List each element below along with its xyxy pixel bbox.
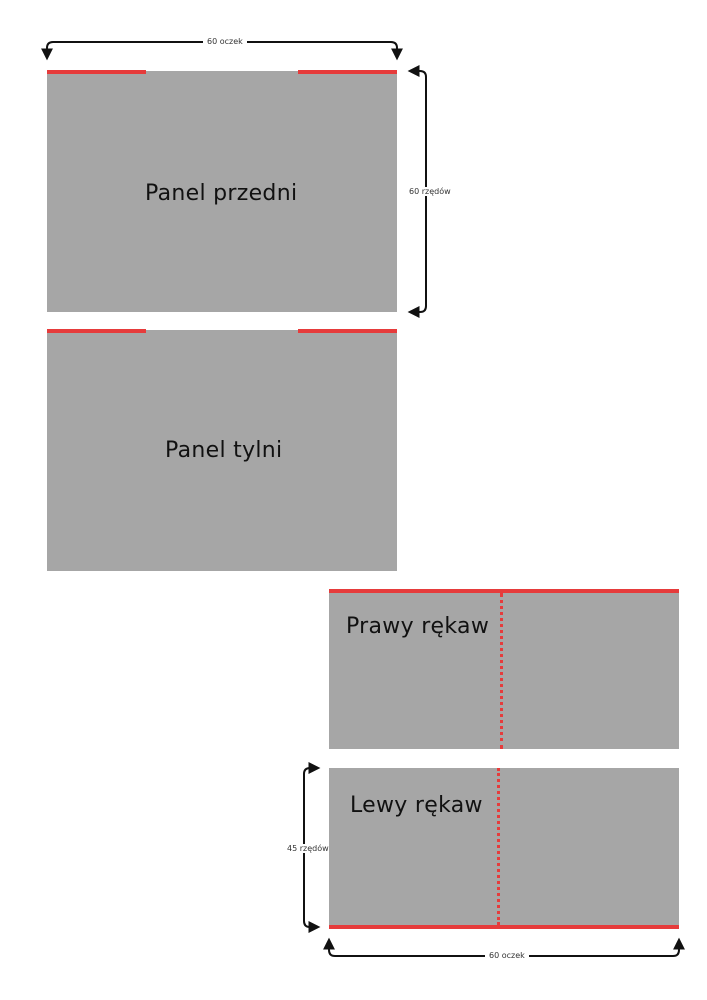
right-sleeve-panel: Prawy rękaw bbox=[329, 591, 679, 749]
top-width-label: 60 oczek bbox=[203, 37, 247, 46]
left-sleeve-bottom-seam bbox=[329, 925, 679, 929]
right-sleeve-label: Prawy rękaw bbox=[346, 614, 490, 639]
left-sleeve-label: Lewy rękaw bbox=[350, 793, 483, 818]
sleeve-height-label: 45 rzędów bbox=[283, 844, 333, 853]
back-shoulder-seam-right bbox=[298, 329, 397, 333]
bottom-width-label: 60 oczek bbox=[485, 951, 529, 960]
front-panel-label: Panel przedni bbox=[145, 181, 298, 206]
back-shoulder-seam-left bbox=[47, 329, 146, 333]
left-sleeve-center-line bbox=[497, 768, 500, 925]
front-shoulder-seam-left bbox=[47, 70, 146, 74]
front-shoulder-seam-right bbox=[298, 70, 397, 74]
left-sleeve-panel: Lewy rękaw bbox=[329, 768, 679, 927]
back-panel: Panel tylni bbox=[47, 330, 397, 571]
front-panel: Panel przedni bbox=[47, 71, 397, 312]
right-sleeve-top-seam bbox=[329, 589, 679, 593]
front-height-label: 60 rzędów bbox=[405, 187, 455, 196]
back-panel-label: Panel tylni bbox=[165, 438, 283, 463]
right-sleeve-center-line bbox=[500, 593, 503, 749]
